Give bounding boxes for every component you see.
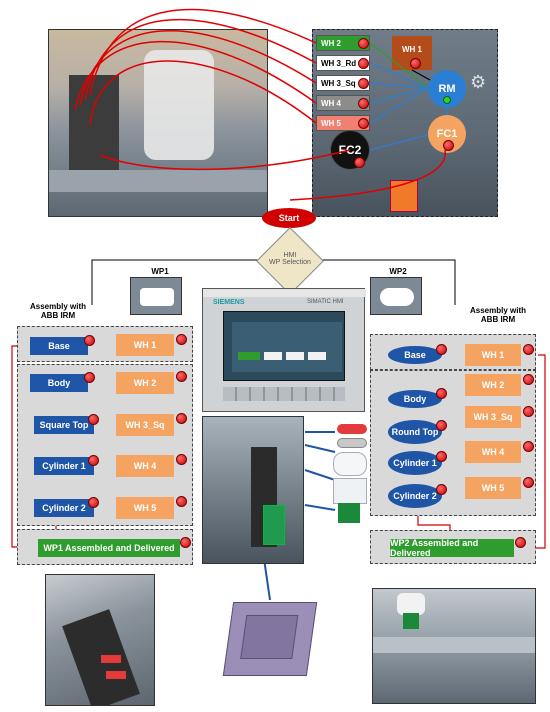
wp1-wh-cyl2: WH 5: [116, 497, 174, 519]
conveyor-rail: [49, 170, 267, 192]
top-wh3rd-box: WH 3_Rd: [316, 55, 370, 71]
top-wh3sq-box: WH 3_Sq: [316, 75, 370, 91]
top-wh5-dot: [358, 118, 369, 129]
wp2-wh-top: WH 3_Sq: [465, 406, 521, 428]
bottom-left-photo: [45, 574, 155, 706]
wp2-part-body: Body: [388, 390, 442, 408]
wp1-part-top: Square Top: [34, 416, 94, 434]
wp2-part-cyl2: Cylinder 2: [388, 484, 442, 508]
top-wh3sq-dot: [358, 78, 369, 89]
wp2-result: WP2 Assembled and Delivered: [390, 538, 514, 558]
top-orange-stack: [390, 180, 418, 212]
wp1-wh-cyl1: WH 4: [116, 455, 174, 477]
top-wh4-box: WH 4: [316, 95, 370, 111]
top-wh3rd-dot: [358, 58, 369, 69]
robot-icon: ⚙: [470, 72, 487, 92]
warehouse-rack: [69, 75, 119, 170]
top-fc2-dot: [354, 157, 365, 168]
top-wh4-dot: [358, 98, 369, 109]
wp2-part-cyl1: Cylinder 1: [388, 451, 442, 475]
wp2-thumbnail: [370, 277, 422, 315]
wp1-part-body: Body: [30, 374, 88, 392]
top-wh1-dot: [410, 58, 421, 69]
top-wh2-dot: [358, 38, 369, 49]
wp1-wh-top: WH 3_Sq: [116, 414, 174, 436]
start-node: Start: [262, 208, 316, 228]
gripper-green-tool: [263, 505, 285, 545]
part-square-body: [333, 478, 367, 504]
wp1-wh-base: WH 1: [116, 334, 174, 356]
top-rm-status: [443, 96, 451, 104]
wp2-wh-base: WH 1: [465, 344, 521, 366]
part-round-top: [333, 452, 367, 476]
wp1-part-cyl2: Cylinder 2: [34, 499, 94, 517]
robot-arm: [144, 50, 214, 160]
part-green-base: [338, 503, 360, 523]
wp1-part-cyl1: Cylinder 1: [34, 457, 94, 475]
hmi-label: HMI WP Selection: [269, 252, 311, 266]
wp2-wh-cyl2: WH 5: [465, 477, 521, 499]
wp1-part-base: Base: [30, 337, 88, 355]
hmi-product: SIMATIC HMI: [307, 299, 344, 305]
wp2-wh-body: WH 2: [465, 374, 521, 396]
gripper-photo: [202, 416, 304, 564]
wp2-part-base: Base: [388, 346, 442, 364]
hmi-keys: [223, 387, 345, 401]
hmi-screen: [223, 311, 345, 381]
top-fc1-circle: FC1: [428, 115, 466, 153]
hmi-brand: SIEMENS: [213, 299, 245, 306]
part-cylinder-silver: [337, 438, 367, 448]
wp2-wh-cyl1: WH 4: [465, 441, 521, 463]
wp1-title: WP1: [151, 267, 169, 276]
wp1-result: WP1 Assembled and Delivered: [38, 539, 180, 557]
bottom-right-photo: [372, 588, 536, 704]
top-wh2-box: WH 2: [316, 35, 370, 51]
wp1-wh-body: WH 2: [116, 372, 174, 394]
top-fc1-dot: [443, 140, 454, 151]
wp2-title: WP2: [389, 267, 407, 276]
part-cylinder-red: [337, 424, 367, 434]
wp2-part-top: Round Top: [388, 420, 442, 444]
hmi-panel: SIEMENS SIMATIC HMI: [202, 288, 366, 412]
base-3d-model: [222, 602, 318, 676]
red-link-1: [89, 8, 317, 96]
wp1-thumbnail: [130, 277, 182, 315]
